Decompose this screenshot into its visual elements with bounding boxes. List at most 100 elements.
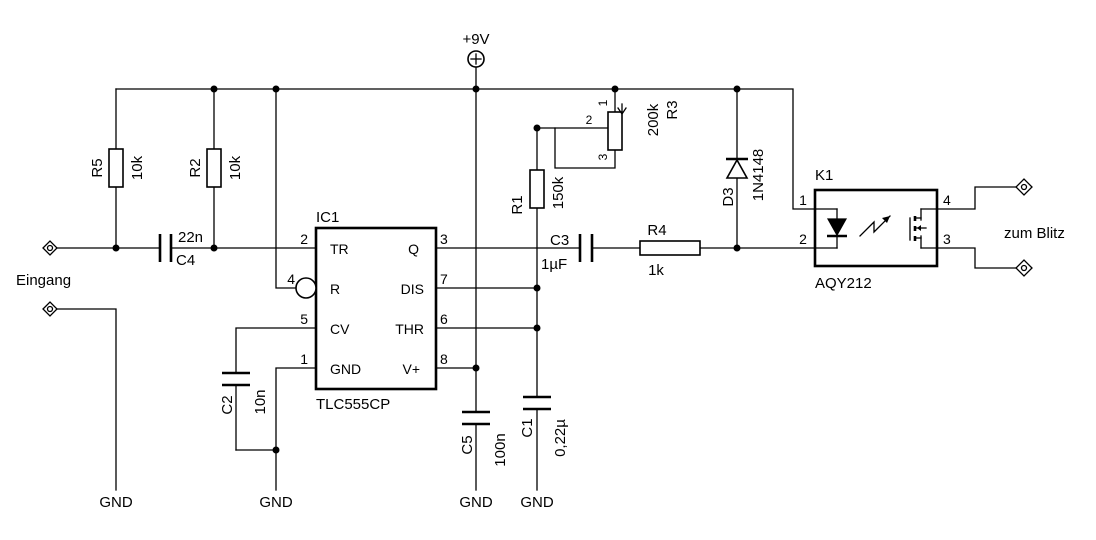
junction [733, 244, 741, 252]
input-gnd-terminal-icon [42, 301, 58, 317]
ic1-pin-name: GND [330, 361, 361, 377]
k1-pin: 1 [799, 192, 807, 208]
r5-value: 10k [129, 155, 146, 180]
ground-labels: GND GND GND GND [99, 494, 554, 511]
ic1-pin-num: 1 [300, 351, 308, 367]
junction [733, 85, 741, 93]
wire-ic-gnd [275, 367, 317, 491]
r1-value: 150k [550, 176, 567, 209]
trimmer-r3: 1 2 3 200k R3 [586, 99, 681, 160]
resistor-r4: R4 1k [639, 222, 701, 279]
c1-value: 0,22µ [552, 419, 569, 457]
ic1-part: TLC555CP [316, 396, 390, 413]
capacitor-c2: C2 10n [219, 371, 269, 415]
r1-ref: R1 [509, 195, 526, 214]
wire-input-gnd [49, 308, 117, 491]
wire-cv [235, 327, 317, 374]
c1-ref: C1 [519, 418, 536, 437]
c2-ref: C2 [219, 395, 236, 414]
d3-value: 1N4148 [750, 149, 767, 202]
output-label: zum Blitz [1004, 225, 1065, 242]
resistor-r5: R5 10k [89, 148, 146, 188]
capacitor-c3: C3 1µF [541, 232, 594, 273]
resistor-r1: R1 150k [509, 169, 567, 215]
r5-ref: R5 [89, 158, 106, 177]
wire-reset [275, 88, 296, 289]
r3-pin-3: 3 [596, 153, 610, 160]
ic1-pin-name: R [330, 281, 340, 297]
ic1-pin-num: 4 [287, 271, 295, 287]
gnd-label: GND [459, 494, 493, 511]
junction [611, 85, 619, 93]
ic1-pin-name: V+ [402, 361, 420, 377]
input-label: Eingang [16, 272, 71, 289]
r4-ref: R4 [647, 222, 666, 239]
junction [210, 85, 218, 93]
k1-ref: K1 [815, 167, 833, 184]
c3-value: 1µF [541, 256, 567, 273]
r3-pin-1: 1 [596, 99, 610, 106]
junction [472, 364, 480, 372]
ic1-pin-name: THR [395, 321, 424, 337]
junctions [112, 85, 741, 454]
c5-value: 100n [492, 433, 509, 466]
wire-out-3 [936, 247, 1017, 269]
resistor-r2: R2 10k [187, 148, 244, 188]
ic1-pin-num: 8 [440, 351, 448, 367]
wire-supply-rail [115, 88, 816, 210]
output-terminal-2-icon [1015, 259, 1033, 277]
ic1-pin-num: 3 [440, 231, 448, 247]
capacitor-c1: C1 0,22µ [519, 395, 569, 457]
supply-label: +9V [462, 31, 489, 48]
gnd-label: GND [259, 494, 293, 511]
wire-out-4 [936, 186, 1017, 210]
junction [533, 124, 541, 132]
wire-r3-bottom [554, 127, 616, 169]
input-terminal-icon [42, 240, 58, 256]
diode-d3: D3 1N4148 [720, 149, 767, 207]
connectors: Eingang zum Blitz [16, 178, 1065, 317]
junction [272, 446, 280, 454]
r3-ref: R3 [664, 100, 681, 119]
k1-part: AQY212 [815, 275, 872, 292]
c4-value: 22n [178, 229, 203, 246]
light-arrow-icon [859, 215, 891, 237]
c4-ref: C4 [176, 252, 195, 269]
ic1-ref: IC1 [316, 209, 339, 226]
ic1-pin-name: TR [330, 241, 349, 257]
gnd-label: GND [99, 494, 133, 511]
r3-value: 200k [645, 103, 662, 136]
c2-value: 10n [252, 389, 269, 414]
r2-value: 10k [227, 155, 244, 180]
junction [210, 244, 218, 252]
ic1-pin-num: 6 [440, 311, 448, 327]
ic1-timer: IC1 TLC555CP 2 TR 4 R 5 CV 1 GND 3 Q 7 D… [287, 209, 448, 413]
k1-pin: 3 [943, 231, 951, 247]
junction [472, 85, 480, 93]
ic1-pin-name: Q [408, 241, 419, 257]
ic1-pin-num: 7 [440, 271, 448, 287]
k1-pin: 2 [799, 231, 807, 247]
junction [533, 324, 541, 332]
gnd-label: GND [520, 494, 554, 511]
junction [533, 284, 541, 292]
d3-ref: D3 [720, 187, 737, 206]
led-icon [814, 208, 848, 249]
k1-pin: 4 [943, 192, 951, 208]
supply-symbol: +9V [462, 31, 490, 68]
k1-relay: K1 AQY212 1 2 4 3 [799, 167, 951, 292]
ic1-pin-name: DIS [401, 281, 424, 297]
c3-ref: C3 [550, 232, 569, 249]
capacitor-c4: 22n C4 [158, 229, 203, 269]
ic1-pin-num: 2 [300, 231, 308, 247]
r3-pin-2: 2 [586, 113, 593, 127]
reset-bubble-icon [295, 277, 317, 299]
mosfet-output-icon [909, 208, 938, 249]
c5-ref: C5 [459, 435, 476, 454]
junction [112, 244, 120, 252]
r2-ref: R2 [187, 158, 204, 177]
capacitor-c5: C5 100n [459, 410, 509, 467]
output-terminal-1-icon [1015, 178, 1033, 196]
ic1-pin-num: 5 [300, 311, 308, 327]
